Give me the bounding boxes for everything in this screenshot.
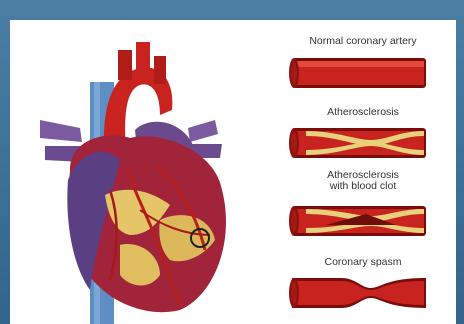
vessel-atherosclerosis (286, 122, 432, 164)
label-clot-line2: with blood clot (278, 181, 448, 192)
heart-illustration (10, 20, 260, 324)
vessel-blood-clot (286, 200, 432, 242)
label-atherosclerosis: Atherosclerosis (278, 107, 448, 118)
illustration-panel: Normal coronary artery Atherosclerosis A… (10, 20, 456, 324)
vessel-spasm (286, 272, 432, 314)
label-spasm: Coronary spasm (278, 257, 448, 268)
label-normal: Normal coronary artery (278, 36, 448, 47)
vessel-normal (286, 52, 432, 94)
